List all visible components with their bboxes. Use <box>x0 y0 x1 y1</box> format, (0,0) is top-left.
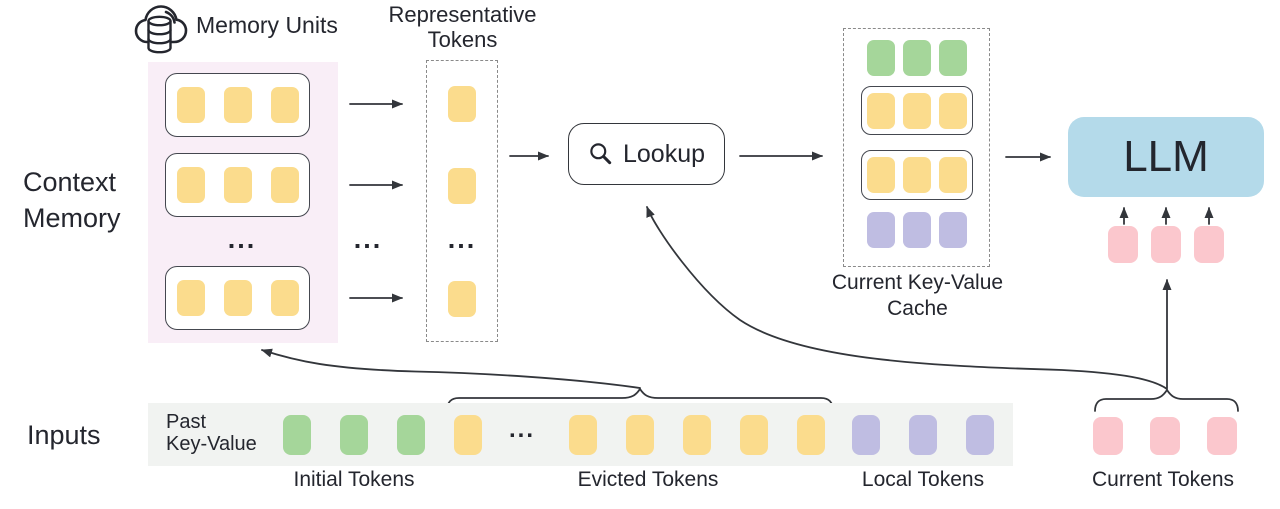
current-tokens-group <box>1093 417 1237 455</box>
llm-input-tokens <box>1108 226 1224 263</box>
past-key-value-label-line1: Past <box>166 411 207 433</box>
evicted-tokens-group <box>569 415 825 455</box>
initial-tokens-label: Initial Tokens <box>293 468 415 491</box>
token <box>903 92 931 129</box>
cache-memory-unit-row <box>861 86 973 135</box>
representative-ellipsis: ... <box>447 224 477 254</box>
token <box>626 415 654 455</box>
context-memory-label-line2: Memory <box>23 203 121 233</box>
token <box>867 92 895 129</box>
token <box>1207 417 1237 455</box>
memory-unit-row <box>165 153 310 217</box>
token <box>740 415 768 455</box>
token <box>966 415 994 455</box>
memory-units-label: Memory Units <box>196 12 338 38</box>
token <box>569 415 597 455</box>
token <box>939 40 967 76</box>
inputs-label: Inputs <box>27 420 101 450</box>
token <box>867 40 895 76</box>
current-kv-cache-label: Current Key-Value Cache <box>820 270 1015 322</box>
token <box>903 157 931 193</box>
representative-tokens-label-line1: Representative <box>388 2 537 27</box>
token <box>1108 226 1138 263</box>
representative-token <box>448 86 476 122</box>
token <box>1150 417 1180 455</box>
token <box>903 212 931 248</box>
cache-local-tokens-row <box>861 212 973 248</box>
token <box>223 167 252 203</box>
cache-label-line2: Cache <box>887 297 948 320</box>
lookup-label: Lookup <box>622 139 706 168</box>
local-tokens-label: Local Tokens <box>861 468 985 491</box>
token <box>683 415 711 455</box>
token <box>340 415 368 455</box>
memory-unit-row <box>165 266 310 330</box>
token <box>454 415 482 455</box>
token <box>867 212 895 248</box>
token <box>939 157 967 193</box>
evicted-tokens-ellipsis: ... <box>508 416 535 443</box>
token <box>223 280 252 316</box>
local-tokens-group <box>852 415 994 455</box>
token <box>270 87 299 123</box>
llm-node: LLM <box>1068 117 1264 197</box>
token <box>397 415 425 455</box>
context-memory-label: Context Memory <box>23 164 121 236</box>
token <box>852 415 880 455</box>
curve-evicted-to-context-memory <box>261 348 641 389</box>
token <box>939 212 967 248</box>
representative-tokens-label: Representative Tokens <box>375 2 550 52</box>
token <box>867 157 895 193</box>
token <box>909 415 937 455</box>
past-key-value-label: Past Key-Value <box>166 411 257 455</box>
representative-tokens-label-line2: Tokens <box>427 27 498 52</box>
brace-current-tokens <box>1094 388 1239 412</box>
representative-token <box>448 281 476 317</box>
magnifier-icon <box>590 143 612 165</box>
evicted-tokens-group-start <box>454 415 482 455</box>
token <box>270 280 299 316</box>
token <box>939 92 967 129</box>
cache-initial-tokens-row <box>861 40 973 76</box>
lookup-node: Lookup <box>568 123 725 185</box>
current-kv-cache-box <box>843 28 990 267</box>
token <box>1151 226 1181 263</box>
token <box>1093 417 1123 455</box>
token <box>1194 226 1224 263</box>
token <box>270 167 299 203</box>
past-key-value-label-line2: Key-Value <box>166 433 257 455</box>
evicted-tokens-label: Evicted Tokens <box>577 468 719 491</box>
representative-tokens-box <box>426 60 498 342</box>
token <box>176 87 205 123</box>
current-tokens-label: Current Tokens <box>1091 468 1235 491</box>
memory-unit-row <box>165 73 310 137</box>
llm-label: LLM <box>1123 132 1209 181</box>
cloud-database-icon <box>134 5 188 55</box>
memory-units-ellipsis: ... <box>227 224 257 254</box>
cache-memory-unit-row <box>861 150 973 200</box>
cache-label-line1: Current Key-Value <box>831 271 1004 294</box>
representative-token <box>448 168 476 204</box>
token <box>797 415 825 455</box>
token <box>903 40 931 76</box>
token <box>176 280 205 316</box>
token <box>223 87 252 123</box>
initial-tokens-group <box>283 415 425 455</box>
token <box>283 415 311 455</box>
token <box>176 167 205 203</box>
arrows-ellipsis: ... <box>353 224 383 254</box>
context-memory-label-line1: Context <box>23 167 117 197</box>
